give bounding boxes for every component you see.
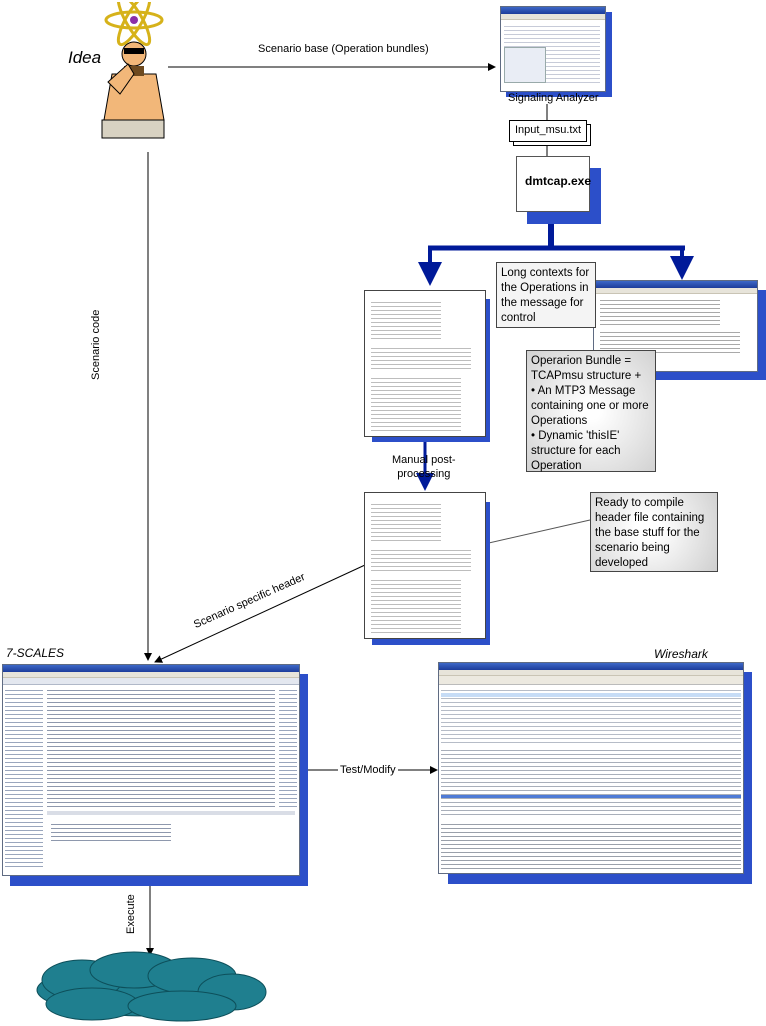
dmtcap-split-arrows	[416, 212, 694, 491]
ide-outline	[279, 687, 297, 807]
idea-figure	[98, 0, 168, 142]
seven-scales-ide-window	[2, 664, 300, 876]
scenario-header-document	[364, 492, 486, 639]
ready-to-compile-callout: Ready to compile header file containing …	[590, 492, 718, 572]
operation-bundle-document	[364, 290, 486, 437]
operation-bundle-bullet-2: • Dynamic 'thisIE' structure for each Op…	[531, 430, 621, 472]
signaling-analyzer-window	[500, 6, 606, 92]
operation-bundle-bullet-1: • An MTP3 Message containing one or more…	[531, 385, 649, 427]
ide-code-editor	[47, 687, 275, 807]
scenario-code-label: Scenario code	[90, 309, 102, 380]
long-contexts-callout: Long contexts for the Operations in the …	[496, 262, 596, 328]
wireshark-hex-dump	[441, 821, 741, 869]
manual-post-processing-label: Manual post- processing	[392, 454, 456, 480]
idea-label: Idea	[68, 48, 102, 67]
operation-bundle-title: Operarion Bundle = TCAPmsu structure +	[531, 355, 642, 382]
input-file-label: Input_msu.txt	[515, 124, 582, 136]
signaling-analyzer-label: Signaling Analyzer	[508, 92, 599, 104]
thinking-person-icon	[101, 0, 165, 139]
network-cloud-icon	[36, 951, 267, 1022]
seven-scales-label: 7-SCALES	[6, 646, 65, 660]
test-modify-label: Test/Modify	[338, 764, 398, 776]
wireshark-window	[438, 662, 744, 874]
dmtcap-box: dmtcap.exe	[516, 156, 592, 212]
scenario-header-arrow	[154, 564, 366, 663]
wireshark-packet-details	[441, 747, 741, 817]
ide-project-tree	[5, 687, 43, 867]
dmtcap-label: dmtcap.exe	[525, 174, 592, 188]
execute-label: Execute	[125, 894, 137, 934]
wireshark-label: Wireshark	[654, 647, 708, 661]
scenario-base-label: Scenario base (Operation bundles)	[258, 43, 429, 55]
long-contexts-text: Long contexts for the Operations in the …	[501, 267, 590, 324]
operation-bundle-callout: Operarion Bundle = TCAPmsu structure + •…	[526, 350, 656, 472]
input-file-box: Input_msu.txt	[509, 120, 587, 142]
ready-to-compile-text: Ready to compile header file containing …	[595, 497, 705, 569]
ready-pointer	[479, 519, 591, 546]
